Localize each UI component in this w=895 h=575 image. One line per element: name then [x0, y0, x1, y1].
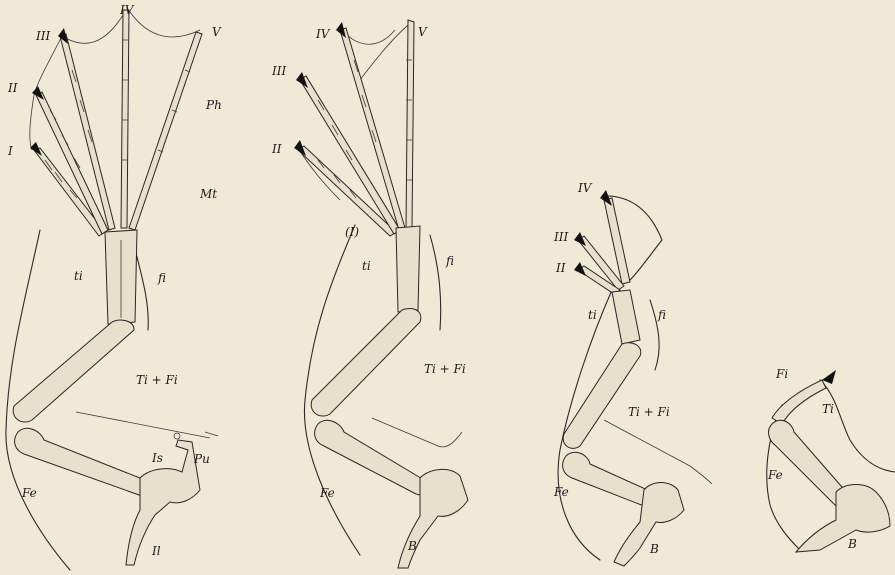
p2-label-digit-ii: II [271, 142, 282, 156]
panel-3-drawing [558, 190, 712, 566]
p3-label-fe: Fe [553, 485, 569, 499]
panel-2-tarsus [396, 226, 420, 312]
p2-label-digit-iii: III [271, 64, 286, 78]
p2-label-ti: ti [362, 259, 371, 273]
panel-1-digits [30, 10, 202, 236]
p3-label-fi: fi [657, 308, 666, 322]
p3-label-digit-iii: III [553, 230, 568, 244]
panel-3-tibiofibula [563, 343, 641, 449]
panel-2-tibiofibula [311, 309, 421, 417]
p2-label-digit-iv: IV [315, 27, 331, 41]
panel-1-pelvis [126, 440, 200, 565]
panel-4-drawing [767, 370, 895, 552]
panel-2-web [298, 22, 412, 200]
panel-4-tibiofibula [772, 380, 826, 424]
p2-label-b: B [407, 539, 417, 553]
panel-2-femur [315, 420, 428, 495]
p3-label-tifi: Ti + Fi [628, 405, 670, 419]
panel-3-femur [563, 452, 656, 507]
p2-label-fe: Fe [319, 486, 335, 500]
p1-label-digit-i: I [7, 144, 13, 158]
p2-label-digit-v: V [418, 25, 428, 39]
p1-label-digit-v: V [212, 25, 222, 39]
panel-2-digits [294, 20, 414, 236]
panel-3-digits [574, 190, 630, 294]
p1-label-fe: Fe [21, 486, 37, 500]
p1-label-digit-iii: III [35, 29, 50, 43]
panel-1-drawing [6, 10, 218, 570]
p2-label-fi: fi [445, 254, 454, 268]
panel-4-skin-back [820, 380, 895, 472]
panel-4-pelvis [796, 485, 890, 553]
p1-label-mt: Mt [199, 187, 217, 201]
p4-label-fi: Fi [775, 367, 788, 381]
p1-label-ph: Ph [205, 98, 222, 112]
p3-label-b: B [649, 542, 659, 556]
p2-label-digit-i: (I) [345, 225, 359, 239]
p1-label-digit-ii: II [7, 81, 18, 95]
p1-label-fi: fi [157, 271, 166, 285]
p1-label-digit-iv: IV [119, 3, 135, 17]
p2-label-tifi: Ti + Fi [424, 362, 466, 376]
p1-label-pu: Pu [193, 452, 210, 466]
p4-label-b: B [847, 537, 857, 551]
p3-label-ti: ti [588, 308, 597, 322]
p1-label-is: Is [151, 451, 163, 465]
p4-label-ti: Ti [822, 402, 834, 416]
p3-label-digit-iv: IV [577, 181, 593, 195]
p1-label-tifi: Ti + Fi [136, 373, 178, 387]
p4-label-fe: Fe [767, 468, 783, 482]
panel-3-tarsus [612, 290, 640, 344]
p3-label-digit-ii: II [555, 261, 566, 275]
p1-label-ti: ti [74, 269, 83, 283]
p1-label-il: Il [151, 544, 161, 558]
panel-1-tibiofibula [13, 320, 134, 422]
